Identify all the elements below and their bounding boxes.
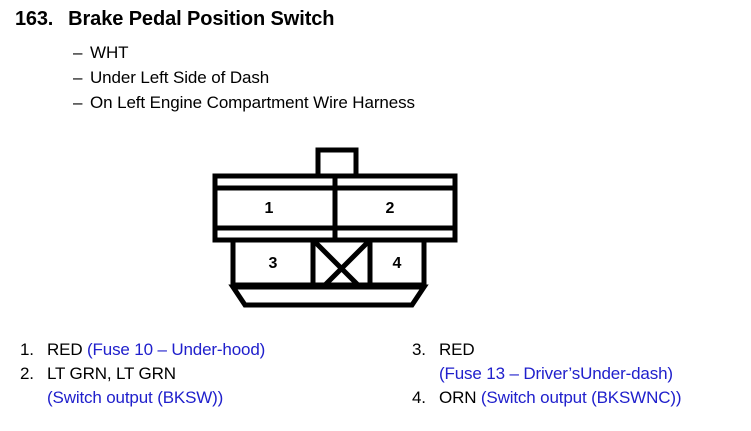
pinout-legend: 1. RED (Fuse 10 – Under-hood) 2. LT GRN, L… [0,338,751,431]
legend-line: 3. RED [412,338,747,362]
legend-line-continued: (Fuse 13 – Driver’sUnder-dash) [412,362,747,386]
connector-upper-housing [212,173,458,243]
pin-label-1: 1 [265,200,274,217]
header-bullet-item: –On Left Engine Compartment Wire Harness [73,90,415,115]
legend-wire-color: LT GRN, LT GRN [47,364,176,383]
legend-index: 1. [20,340,34,359]
connector-bottom-strip [228,284,429,308]
legend-wire-color: RED [47,340,83,359]
connector-diagram: 1 2 3 4 [200,140,470,310]
connector-top-tab [315,147,359,180]
header-bullet-list: –WHT –Under Left Side of Dash –On Left E… [73,40,415,115]
legend-index: 3. [412,340,426,359]
header-bullet-text: WHT [90,43,129,62]
header-bullet-item: –WHT [73,40,415,65]
legend-line-continued: (Switch output (BKSW)) [20,386,410,410]
legend-line: 1. RED (Fuse 10 – Under-hood) [20,338,410,362]
legend-index: 4. [412,388,426,407]
header-bullet-text: On Left Engine Compartment Wire Harness [90,93,415,112]
header-bullet-item: –Under Left Side of Dash [73,65,415,90]
list-item: 4. ORN (Switch output (BKSWNC)) [412,386,747,410]
list-item: 1. RED (Fuse 10 – Under-hood) [20,338,410,362]
page-title-number: 163. [15,8,54,30]
legend-note: (Fuse 13 – Driver’sUnder-dash) [439,364,673,383]
legend-index: 2. [20,364,34,383]
pin-label-4: 4 [393,255,402,272]
dash-icon: – [73,68,83,87]
legend-line: 2. LT GRN, LT GRN [20,362,410,386]
pin-label-2: 2 [386,200,395,217]
legend-line: 4. ORN (Switch output (BKSWNC)) [412,386,747,410]
page-title-text: Brake Pedal Position Switch [68,8,335,30]
connector-diagram-svg: 1 2 3 4 [212,147,458,308]
pinout-legend-left-column: 1. RED (Fuse 10 – Under-hood) 2. LT GRN, L… [20,338,410,410]
legend-wire-color: ORN [439,388,477,407]
legend-note: (Switch output (BKSWNC)) [480,388,682,407]
legend-wire-color: RED [439,340,475,359]
pin-label-3: 3 [269,255,278,272]
legend-note: (Fuse 10 – Under-hood) [87,340,266,359]
pinout-legend-right-column: 3. RED (Fuse 13 – Driver’sUnder-dash) 4. O… [412,338,747,410]
list-item: 2. LT GRN, LT GRN (Switch output (BKSW)) [20,362,410,410]
dash-icon: – [73,43,83,62]
page-title: 163. Brake Pedal Position Switch [15,8,335,31]
list-item: 3. RED (Fuse 13 – Driver’sUnder-dash) [412,338,747,386]
dash-icon: – [73,93,83,112]
header-bullet-text: Under Left Side of Dash [90,68,270,87]
legend-note: (Switch output (BKSW)) [47,388,224,407]
